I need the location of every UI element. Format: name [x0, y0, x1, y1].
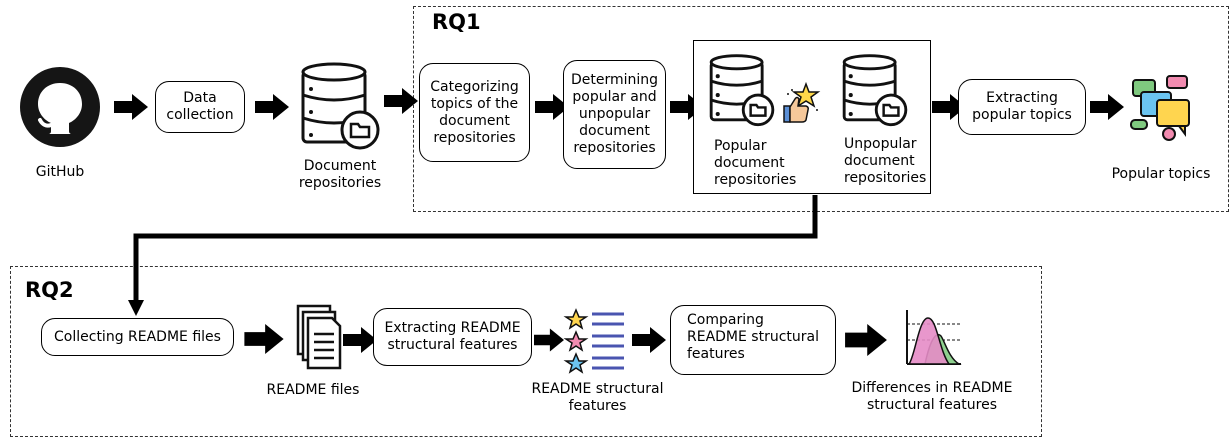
- database-icon: [709, 54, 775, 127]
- popular-repositories-label: Popular document repositories: [714, 138, 797, 188]
- data-collection-box: Data collection: [155, 81, 245, 133]
- differences-label: Differences in README structural feature…: [851, 380, 1013, 413]
- flow-arrow: [114, 94, 148, 120]
- rq2-region: [10, 266, 1042, 437]
- categorizing-topics-box: Categorizing topics of the document repo…: [419, 63, 530, 162]
- document-repositories-label: Document repositories: [298, 158, 382, 191]
- readme-features-label: README structural features: [531, 381, 664, 414]
- document-stack-icon: [296, 304, 342, 370]
- flow-arrow: [932, 94, 966, 120]
- flow-arrow: [343, 327, 377, 353]
- star-list-icon: [563, 308, 624, 374]
- distribution-chart-icon: [906, 310, 962, 365]
- flow-arrow: [255, 94, 289, 120]
- chat-bubbles-icon: [1130, 75, 1190, 141]
- collecting-readme-box: Collecting README files: [41, 318, 234, 356]
- readme-files-label: README files: [266, 382, 360, 398]
- rq2-title: RQ2: [25, 278, 74, 302]
- flow-arrow: [535, 94, 569, 120]
- popular-topics-label: Popular topics: [1111, 166, 1211, 182]
- database-icon: [301, 62, 380, 150]
- flow-arrow: [1090, 94, 1124, 120]
- flow-arrow: [244, 324, 284, 354]
- thumbs-up-star-icon: [783, 81, 821, 123]
- determining-popularity-box: Determining popular and unpopular docume…: [563, 60, 666, 169]
- database-icon: [842, 54, 908, 127]
- flow-arrow: [534, 328, 564, 352]
- github-label: GitHub: [35, 164, 85, 180]
- rq1-region: [413, 6, 1229, 212]
- unpopular-repositories-label: Unpopular document repositories: [844, 136, 927, 186]
- comparing-readme-box: Comparing README structural features: [670, 305, 836, 375]
- rq1-title: RQ1: [432, 10, 481, 34]
- extracting-topics-box: Extracting popular topics: [958, 79, 1086, 135]
- flow-arrow: [845, 324, 887, 356]
- extracting-readme-box: Extracting README structural features: [373, 308, 532, 366]
- github-icon: [20, 67, 100, 147]
- flow-arrow: [632, 327, 666, 353]
- flow-arrow: [384, 88, 418, 114]
